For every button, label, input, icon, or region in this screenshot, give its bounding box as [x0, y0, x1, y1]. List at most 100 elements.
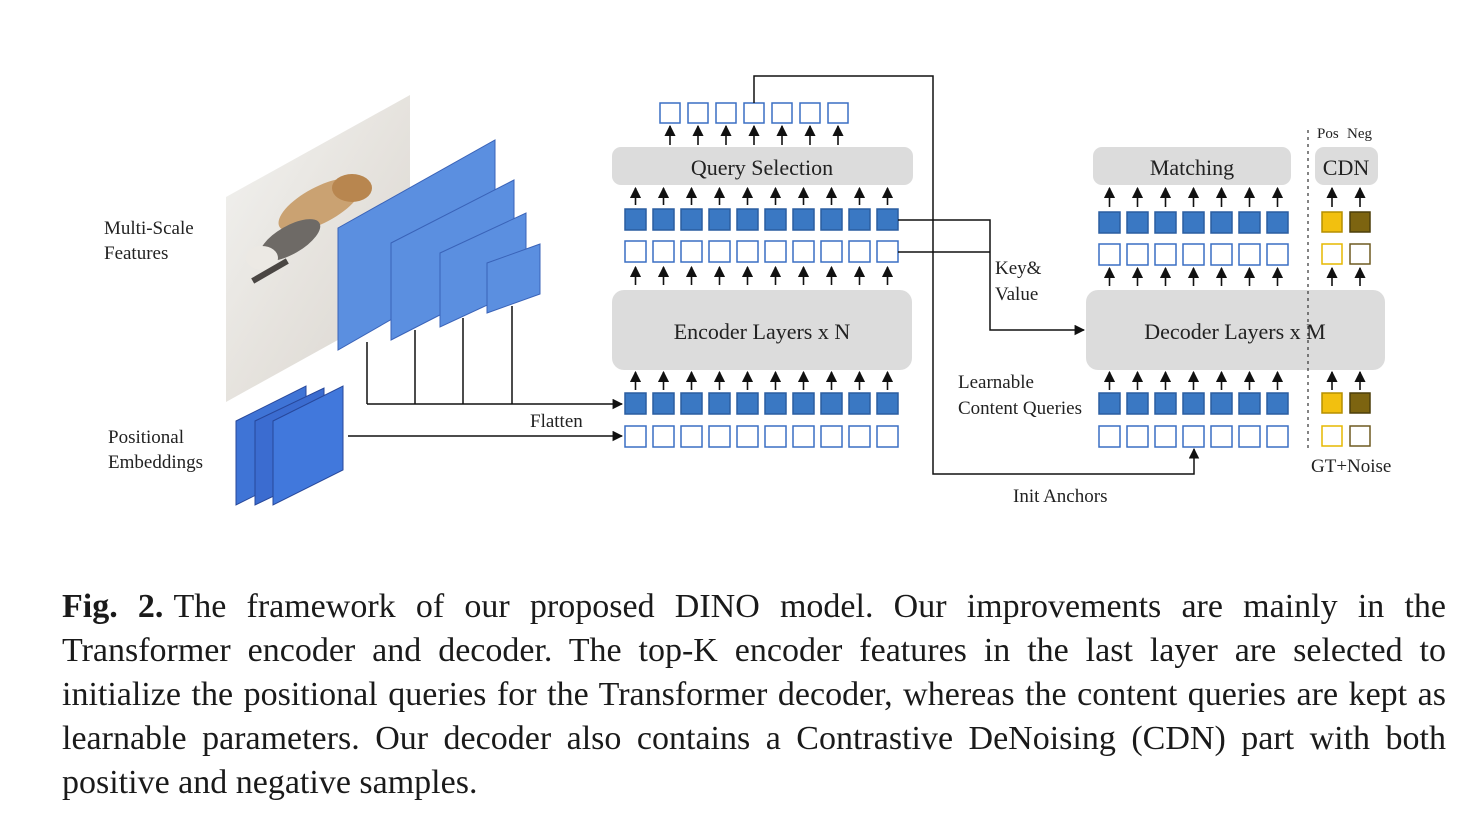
position-token — [736, 240, 759, 263]
learnable-label: Learnable — [958, 372, 1034, 393]
content-token — [1210, 211, 1233, 234]
key-label: Key& — [995, 258, 1042, 279]
position-token — [848, 240, 871, 263]
anchor-query-tokens — [1098, 425, 1289, 448]
content-token — [1154, 211, 1177, 234]
neg-label: Neg — [1347, 126, 1372, 142]
selected-query-token — [715, 102, 737, 124]
learnable-content-query-tokens — [1098, 392, 1289, 415]
content-token — [1210, 392, 1233, 415]
caption-text: The framework of our proposed DINO model… — [62, 588, 1447, 801]
position-token — [624, 425, 647, 448]
content-token — [876, 392, 899, 415]
flattened-position-tokens — [624, 425, 899, 448]
dino-framework-diagram: Multi-Scale Features Flatten Positional … — [104, 75, 1391, 507]
position-token — [876, 240, 899, 263]
content-token — [820, 392, 843, 415]
position-token — [708, 425, 731, 448]
dog-photo-icon — [246, 174, 372, 284]
position-token — [792, 240, 815, 263]
encoder-layers-label: Encoder Layers x N — [674, 319, 851, 344]
embeddings-label: Embeddings — [108, 452, 203, 473]
encoder-output-content-tokens — [624, 208, 899, 231]
figure-caption: Fig. 2.The framework of our proposed DIN… — [62, 585, 1446, 805]
content-token — [792, 392, 815, 415]
position-token — [680, 425, 703, 448]
position-token — [876, 425, 899, 448]
negative-token — [1349, 392, 1371, 414]
content-token — [1238, 392, 1261, 415]
encoder-output-position-tokens — [624, 240, 899, 263]
query-selection-block — [612, 147, 913, 185]
position-token — [1154, 243, 1177, 266]
multi-scale-label: Multi-Scale — [104, 218, 194, 239]
content-token — [820, 208, 843, 231]
query-selection-output-arrows — [664, 124, 844, 145]
negative-token — [1349, 425, 1371, 447]
content-token — [1098, 392, 1121, 415]
content-token — [736, 392, 759, 415]
content-token — [764, 208, 787, 231]
content-token — [1238, 211, 1261, 234]
selected-query-token — [659, 102, 681, 124]
position-token — [1238, 425, 1261, 448]
features-label: Features — [104, 243, 168, 264]
encoder-layers-block — [612, 290, 912, 370]
query-selection-label: Query Selection — [691, 155, 833, 180]
decoder-layers-label: Decoder Layers x M — [1144, 319, 1325, 344]
flatten-connectors — [348, 306, 624, 442]
position-token — [1154, 425, 1177, 448]
position-token — [848, 425, 871, 448]
content-token — [736, 208, 759, 231]
positive-token — [1321, 211, 1343, 233]
position-token — [792, 425, 815, 448]
content-token — [764, 392, 787, 415]
cdn-label: CDN — [1323, 155, 1370, 180]
content-token — [624, 208, 647, 231]
content-token — [792, 208, 815, 231]
content-queries-label: Content Queries — [958, 398, 1082, 419]
negative-token — [1349, 211, 1371, 233]
position-token — [708, 240, 731, 263]
decoder-output-position-tokens — [1098, 243, 1289, 266]
position-token — [764, 240, 787, 263]
content-token — [1182, 392, 1205, 415]
flattened-feature-tokens — [624, 392, 899, 415]
feature-map-smallest — [486, 243, 541, 314]
position-token — [1266, 425, 1289, 448]
decoder-output-arrows — [1103, 266, 1284, 286]
content-token — [708, 392, 731, 415]
position-token — [652, 425, 675, 448]
flattened-input-arrows — [629, 370, 894, 390]
position-token — [1210, 425, 1233, 448]
decoder-layers-block — [1086, 290, 1385, 370]
position-token — [1238, 243, 1261, 266]
position-token — [1182, 243, 1205, 266]
position-token — [624, 240, 647, 263]
pos-label: Pos — [1317, 126, 1339, 142]
matching-input-arrows — [1103, 186, 1284, 207]
content-token — [1154, 392, 1177, 415]
matching-block — [1093, 147, 1291, 185]
selected-query-token — [687, 102, 709, 124]
content-token — [1266, 392, 1289, 415]
encoder-input-arrows — [629, 265, 894, 285]
init-anchors-label: Init Anchors — [1013, 486, 1107, 507]
content-token — [848, 392, 871, 415]
content-token — [652, 208, 675, 231]
positive-token — [1321, 392, 1343, 414]
selected-query-token — [771, 102, 793, 124]
position-token — [1126, 425, 1149, 448]
content-token — [624, 392, 647, 415]
selected-query-token — [743, 102, 765, 124]
matching-label: Matching — [1150, 155, 1234, 180]
position-token — [764, 425, 787, 448]
content-token — [848, 208, 871, 231]
key-value-connectors — [898, 219, 1086, 336]
content-token — [1266, 211, 1289, 234]
position-token — [820, 240, 843, 263]
negative-token — [1349, 243, 1371, 265]
flatten-label: Flatten — [530, 411, 583, 432]
decoder-output-content-tokens — [1098, 211, 1289, 234]
position-token — [1126, 243, 1149, 266]
